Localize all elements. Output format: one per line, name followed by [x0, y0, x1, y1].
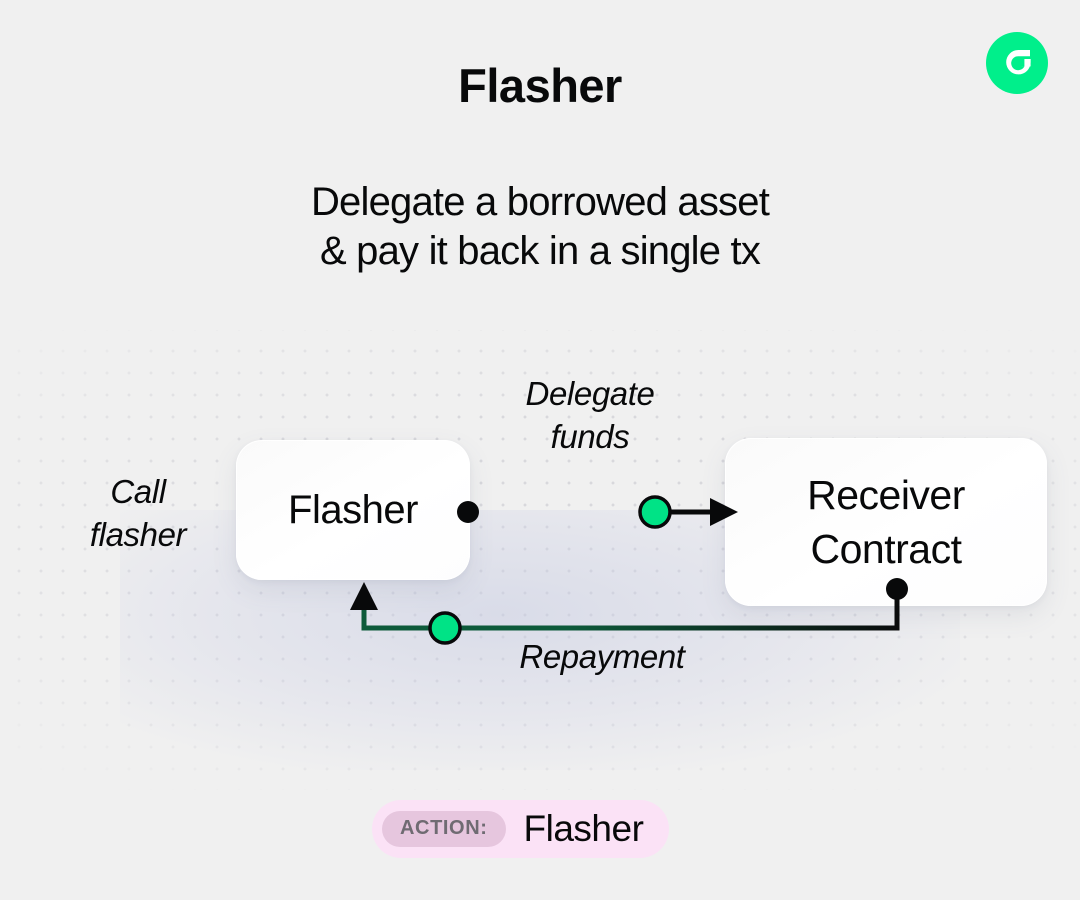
subtitle-line-2: & pay it back in a single tx	[319, 229, 761, 273]
diagram-wires	[350, 495, 908, 645]
edge-label-repayment: Repayment	[519, 638, 685, 675]
edge-label-call-flasher: Call flasher	[89, 473, 187, 553]
token-dot-delegate	[638, 495, 672, 529]
edge-delegate-funds	[457, 495, 738, 529]
node-flasher[interactable]: Flasher	[236, 440, 470, 580]
node-receiver-label: Receiver Contract	[807, 472, 965, 572]
page-subtitle: Delegate a borrowed asset & pay it back …	[0, 178, 1080, 276]
subtitle-line-1: Delegate a borrowed asset	[310, 180, 770, 224]
connector-dot-receiver-out	[886, 578, 908, 600]
page-title: Flasher	[458, 59, 622, 112]
connector-dot-flasher-out	[457, 501, 479, 523]
token-dot-repayment	[428, 611, 462, 645]
node-flasher-label: Flasher	[288, 487, 418, 532]
node-receiver-contract[interactable]: Receiver Contract	[725, 438, 1047, 606]
edge-repayment	[350, 578, 908, 645]
edge-label-delegate-funds: Delegate funds	[525, 375, 655, 455]
action-badge-value: Flasher	[523, 808, 644, 849]
arrowhead-to-receiver	[710, 498, 738, 526]
action-badge-chip: ACTION:	[382, 811, 506, 847]
flow-logo-icon	[986, 32, 1048, 94]
arrowhead-to-flasher	[350, 582, 378, 610]
action-badge[interactable]: ACTION: Flasher	[372, 800, 670, 858]
flow-diagram: Flasher Receiver Contract	[0, 330, 1080, 790]
